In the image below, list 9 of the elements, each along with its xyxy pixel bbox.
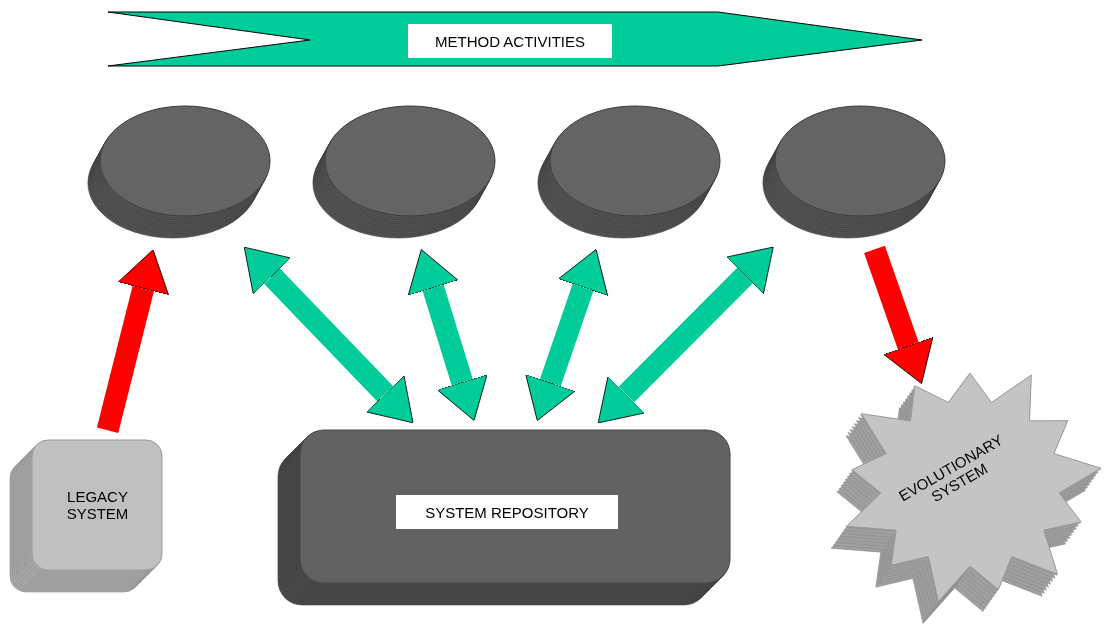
band-label: METHOD ACTIVITIES <box>408 24 612 58</box>
block-arrow <box>597 246 774 424</box>
block-arrow <box>525 249 609 421</box>
block-label: SYSTEM REPOSITORY <box>396 495 618 529</box>
block-arrow <box>243 246 414 424</box>
block-label: LEGACY SYSTEM <box>65 487 130 524</box>
block-arrow <box>407 249 488 421</box>
block-arrow <box>864 245 934 384</box>
block-arrow <box>96 249 169 433</box>
